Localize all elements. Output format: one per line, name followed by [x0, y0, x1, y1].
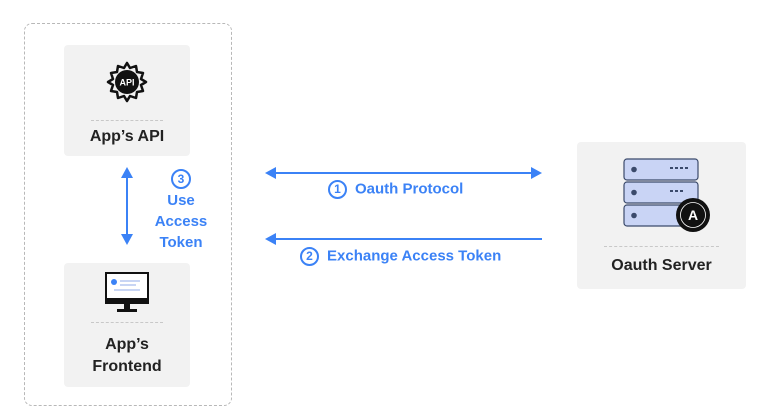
oauth-server-card: A Oauth Server: [577, 142, 746, 289]
api-icon-text: API: [119, 78, 134, 88]
api-gear-icon: API: [106, 61, 148, 103]
apps-frontend-label-line2: Frontend: [92, 358, 162, 375]
apps-frontend-card: App’s Frontend: [64, 263, 190, 387]
oauth-server-label: Oauth Server: [611, 257, 712, 274]
step-3-label: 3 Use Access Token: [148, 168, 214, 253]
step-3-number: 3: [171, 169, 191, 190]
step-2-text: Exchange Access Token: [327, 247, 502, 265]
oauth-badge-letter: A: [688, 207, 698, 223]
step-3-line3: Token: [159, 234, 203, 251]
vertical-arrowhead-down: [121, 234, 133, 245]
api-card-divider: [91, 120, 163, 121]
step-1-text: Oauth Protocol: [355, 180, 464, 198]
exchange-arrowhead-left: [265, 233, 276, 245]
server-stack-icon: A: [623, 158, 710, 232]
apps-frontend-label-line1: App’s: [105, 336, 149, 353]
step-3-line2: Access: [154, 213, 208, 230]
oauth-card-divider: [604, 246, 719, 247]
step-1-number: 1: [328, 180, 347, 199]
monitor-icon: [105, 272, 149, 312]
protocol-arrowhead-right: [531, 167, 542, 179]
apps-api-card: API App’s API: [64, 45, 190, 156]
step-2-number: 2: [300, 247, 319, 266]
oauth-badge-icon: A: [676, 198, 710, 232]
vertical-arrowhead-up: [121, 167, 133, 178]
apps-api-label: App’s API: [89, 128, 165, 145]
step-2-label: 2 Exchange Access Token: [300, 247, 501, 266]
frontend-card-divider: [91, 322, 163, 323]
step-1-label: 1 Oauth Protocol: [328, 180, 463, 199]
step-3-line1: Use: [167, 192, 195, 209]
protocol-arrowhead-left: [265, 167, 276, 179]
app-group-border: [24, 23, 232, 406]
